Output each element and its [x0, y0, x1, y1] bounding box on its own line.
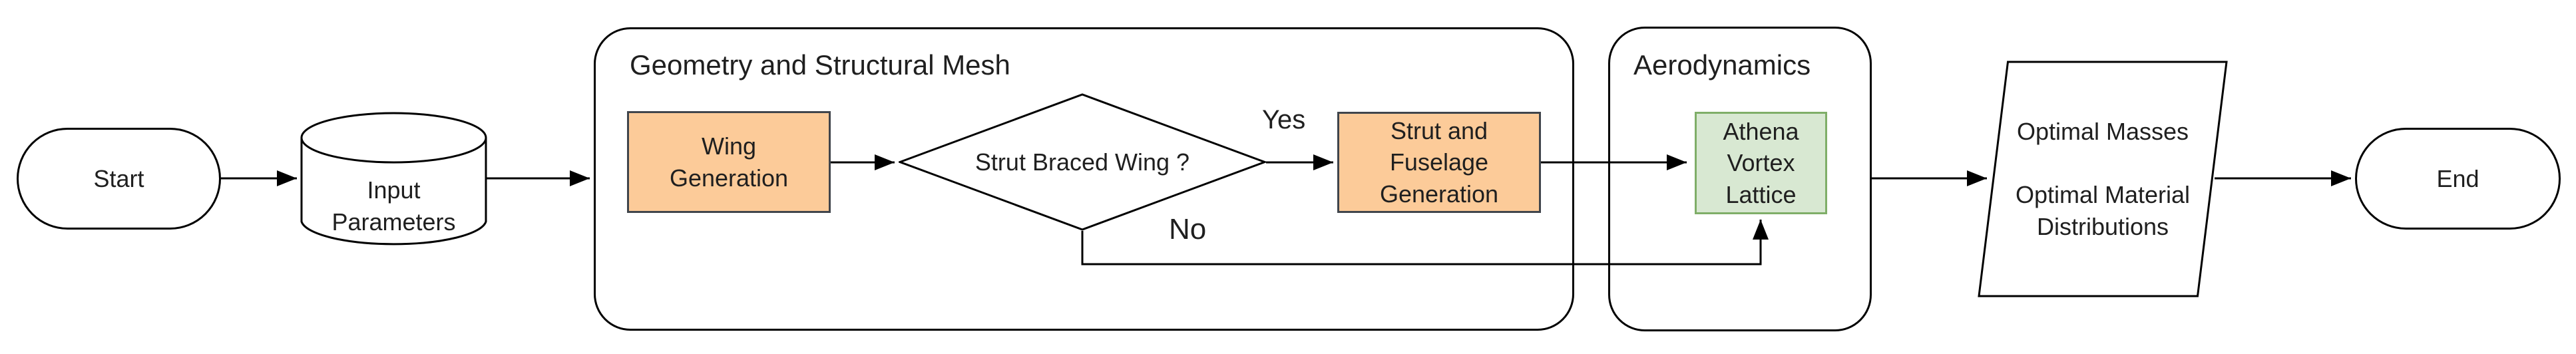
edge-label-yes: Yes [1262, 105, 1306, 134]
cylinder-shape [300, 112, 487, 246]
parallelogram-shape [1978, 61, 2228, 297]
node-decision-label: Strut Braced Wing ? [974, 148, 1190, 176]
node-optimal-outputs-label: Optimal Masses Optimal Material Distribu… [2015, 117, 2191, 240]
node-start: Start [17, 128, 221, 230]
node-strut-fuselage-generation: Strut and Fuselage Generation [1337, 112, 1541, 213]
node-athena-vortex-lattice: Athena Vortex Lattice [1695, 112, 1827, 214]
group-aerodynamics-label: Aerodynamics [1633, 49, 1811, 81]
node-optimal-outputs: Optimal Masses Optimal Material Distribu… [1978, 61, 2228, 297]
node-wing-generation: Wing Generation [627, 111, 831, 213]
group-geometry-label: Geometry and Structural Mesh [630, 49, 1010, 81]
node-end: End [2355, 128, 2561, 230]
node-strut-braced-wing-decision: Strut Braced Wing ? [899, 93, 1266, 231]
edge-decision-no-to-avl [1081, 220, 1769, 266]
group-aerodynamics [1608, 27, 1872, 331]
node-input-parameters-label: Input Parameters [331, 176, 456, 236]
diamond-shape [899, 93, 1266, 231]
node-input-parameters: Input Parameters [300, 111, 487, 248]
edge-label-no: No [1169, 213, 1207, 246]
group-geometry-structural-mesh [594, 27, 1574, 331]
